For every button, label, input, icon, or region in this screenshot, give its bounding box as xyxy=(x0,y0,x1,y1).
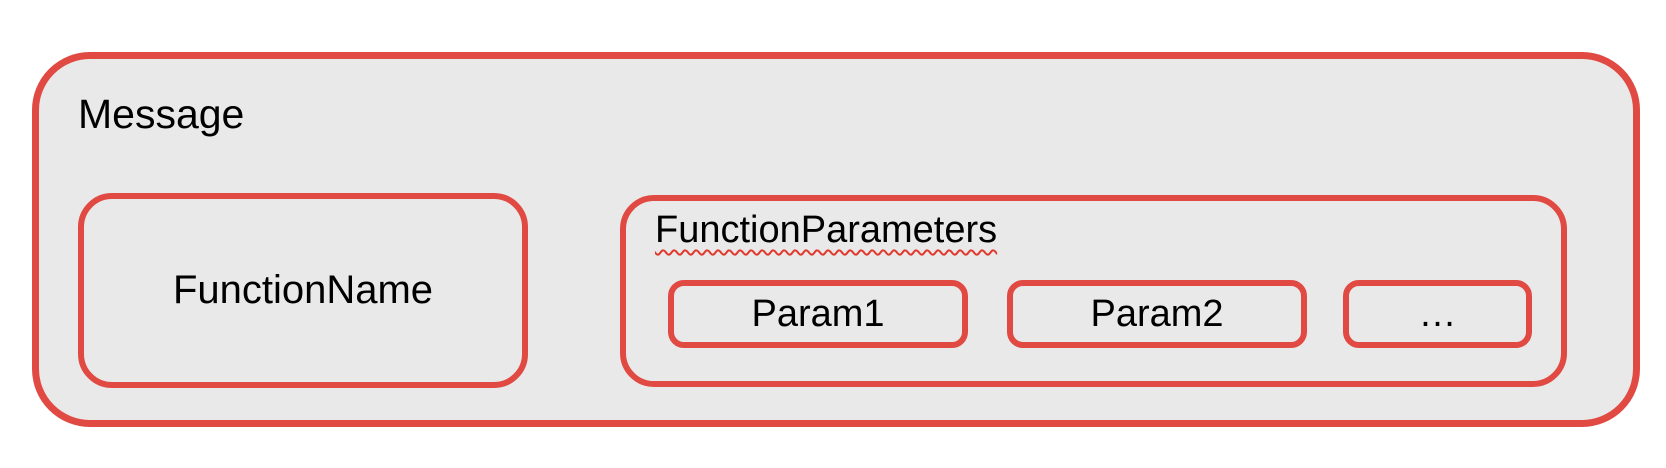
param1-label: Param1 xyxy=(751,292,885,335)
param-ellipsis-label: … xyxy=(1418,292,1457,335)
function-parameters-box: FunctionParameters Param1 Param2 … xyxy=(620,195,1567,387)
function-name-box: FunctionName xyxy=(78,193,528,388)
param2-label: Param2 xyxy=(1090,292,1224,335)
function-parameters-label: FunctionParameters xyxy=(655,209,998,251)
function-name-label: FunctionName xyxy=(172,268,434,312)
param2-box: Param2 xyxy=(1007,280,1307,348)
message-box: Message FunctionName FunctionParameters … xyxy=(32,52,1640,427)
message-label: Message xyxy=(78,91,245,137)
param-ellipsis-box: … xyxy=(1343,280,1532,348)
param1-box: Param1 xyxy=(668,280,968,348)
